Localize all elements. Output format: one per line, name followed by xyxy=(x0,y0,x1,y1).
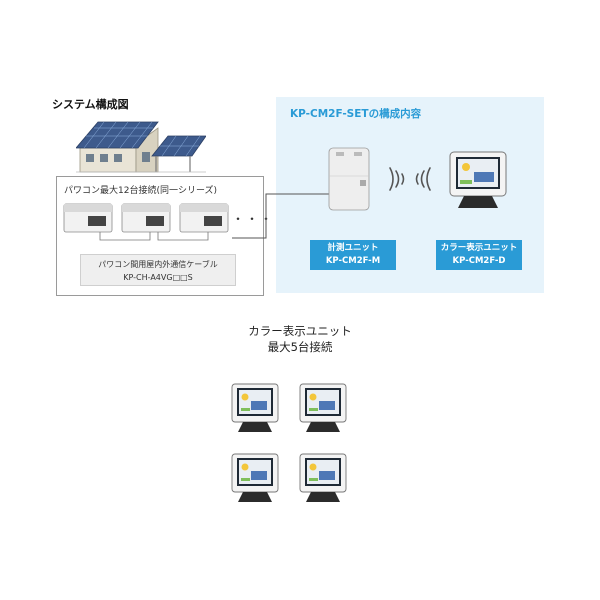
measurement-unit-device xyxy=(328,147,370,211)
display-unit-label: カラー表示ユニット KP-CM2F-D xyxy=(436,240,522,270)
more-units-ellipsis: ・・・ xyxy=(232,212,275,226)
house-solar-illustration xyxy=(76,121,206,173)
display-unit-icon-2 xyxy=(299,383,347,433)
cable-label-box: パワコン間用屋内外通信ケーブル KP-CH-A4VG□□S xyxy=(80,254,236,286)
max-connection-line2: 最大5台接続 xyxy=(267,340,333,354)
measurement-unit-model: KP-CM2F-M xyxy=(325,256,381,266)
pcs-unit-1-icon xyxy=(63,203,113,233)
measurement-unit-name: 計測ユニット xyxy=(327,243,379,253)
cable-name: パワコン間用屋内外通信ケーブル xyxy=(98,260,218,269)
pcs-group-label: パワコン最大12台接続(同一シリーズ) xyxy=(64,186,218,196)
pcs-units xyxy=(63,203,229,241)
connection-line xyxy=(232,193,330,239)
set-contents-title: KP-CM2F-SETの構成内容 xyxy=(290,108,422,120)
pcs-unit-3-icon xyxy=(179,203,229,233)
wireless-signal-icon xyxy=(389,167,431,191)
display-unit-icon-1 xyxy=(231,383,279,433)
measurement-unit-label: 計測ユニット KP-CM2F-M xyxy=(310,240,396,270)
display-unit-model: KP-CM2F-D xyxy=(452,256,506,266)
system-diagram-title: システム構成図 xyxy=(52,98,129,111)
cable-model: KP-CH-A4VG□□S xyxy=(123,273,193,282)
display-unit-device xyxy=(449,151,507,208)
pcs-unit-2-icon xyxy=(121,203,171,233)
display-unit-icon-3 xyxy=(231,453,279,503)
display-units-grid xyxy=(231,383,347,503)
max-connection-title: カラー表示ユニット 最大5台接続 xyxy=(0,323,600,355)
max-connection-line1: カラー表示ユニット xyxy=(248,324,352,338)
display-unit-icon-4 xyxy=(299,453,347,503)
display-unit-name: カラー表示ユニット xyxy=(440,243,518,253)
